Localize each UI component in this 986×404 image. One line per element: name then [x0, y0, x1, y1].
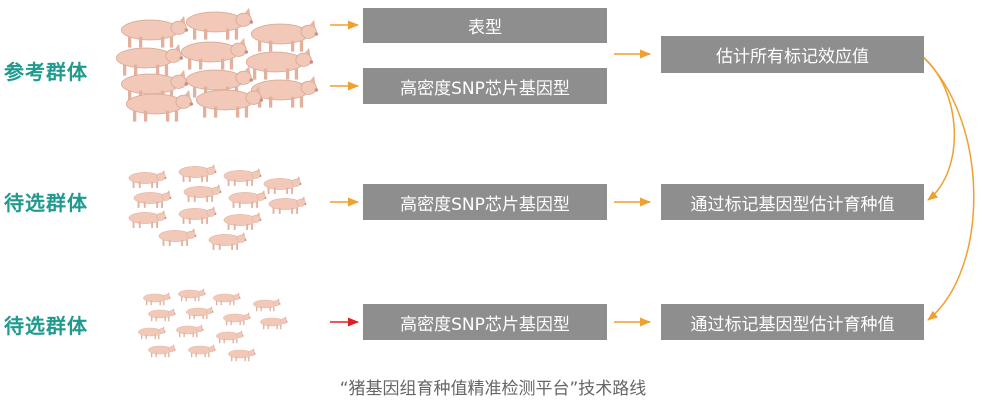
curve-arrow-to-gebv-2: [921, 55, 975, 321]
reference-herd-image: [115, 7, 319, 123]
estimate-effects-box: 估计所有标记效应值: [661, 36, 924, 73]
group-label-candidate-1: 待选群体: [4, 191, 88, 215]
genotype-cand1-box: 高密度SNP芯片基因型: [363, 184, 607, 220]
diagram-caption: “猪基因组育种值精准检测平台”技术路线: [339, 379, 647, 399]
candidate-herd-1-image: [128, 163, 307, 251]
phenotype-box: 表型: [363, 8, 607, 43]
gebv-cand2-box: 通过标记基因型估计育种值: [661, 304, 924, 340]
genotype-ref-box: 高密度SNP芯片基因型: [363, 68, 607, 104]
group-label-reference: 参考群体: [4, 60, 88, 84]
genotype-cand2-box: 高密度SNP芯片基因型: [363, 304, 607, 340]
candidate-herd-2-image: [138, 287, 288, 362]
gebv-cand1-box: 通过标记基因型估计育种值: [661, 184, 924, 220]
curve-arrow-to-gebv-1: [921, 55, 955, 201]
group-label-candidate-2: 待选群体: [4, 314, 88, 338]
